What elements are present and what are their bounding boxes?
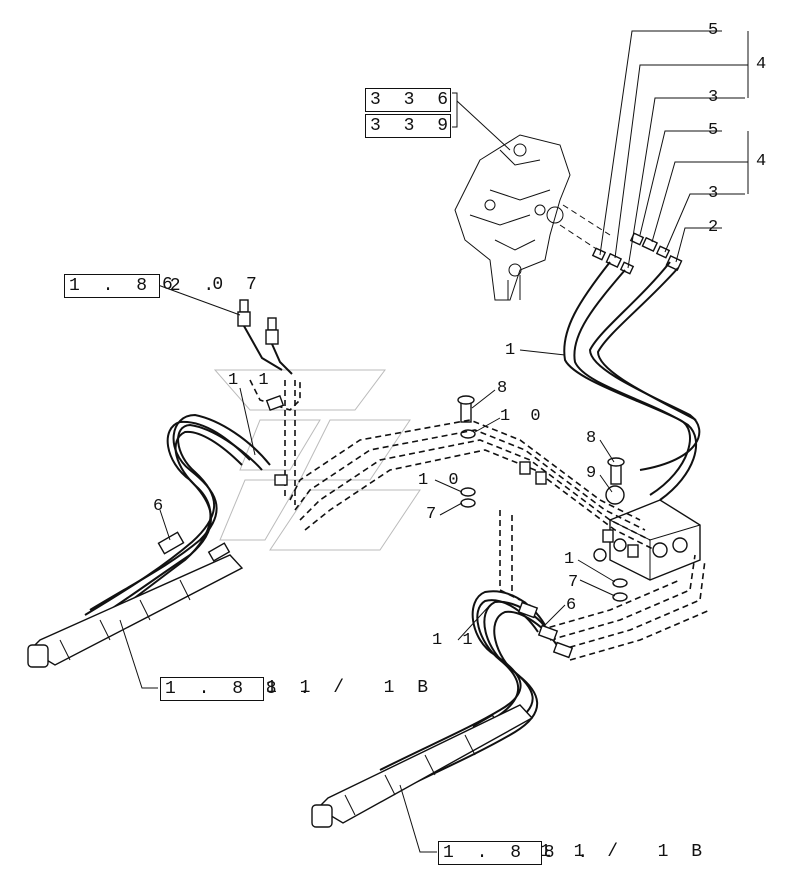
callout-3-mid: 3 <box>708 184 724 203</box>
manifold-block <box>593 485 701 581</box>
callout-10-lower: 1 0 <box>418 471 464 490</box>
quick-coupler-fittings <box>237 299 293 375</box>
ref-box-1-88-left[interactable]: 1 . 8 8 . <box>160 677 310 701</box>
callout-8-upper: 8 <box>497 379 513 398</box>
callout-2: 2 <box>708 218 724 237</box>
control-valve-assembly <box>454 134 611 301</box>
left-hydraulic-cylinder <box>27 554 244 668</box>
callout-8-lower: 8 <box>586 429 602 448</box>
ref-box-339[interactable]: 3 3 9 <box>365 114 451 138</box>
bolts-and-washers <box>457 395 628 602</box>
callout-9: 9 <box>586 464 602 483</box>
ref-box-1-82[interactable]: 1 . 8 2 . <box>64 274 214 298</box>
callout-10-upper: 1 0 <box>500 407 546 426</box>
callout-1-lower: 1 <box>564 550 580 569</box>
callout-7-upper: 7 <box>426 505 442 524</box>
callout-4-top: 4 <box>756 55 772 74</box>
ref-tail-1-82: 6 0 7 <box>162 275 263 295</box>
callout-6-lower: 6 <box>566 596 582 615</box>
watermark-logo <box>213 369 421 551</box>
ref-box-1-88-bottom[interactable]: 1 . 8 8 . <box>438 841 588 865</box>
bundle-fittings <box>265 395 639 558</box>
left-cylinder-hoses <box>84 413 271 626</box>
ref-tail-1-88-left: 1 1 / 1 B <box>266 678 435 698</box>
callout-5-mid: 5 <box>708 121 724 140</box>
callout-3-top: 3 <box>708 88 724 107</box>
callout-11-left: 1 1 <box>228 371 274 390</box>
callout-11-lower: 1 1 <box>432 631 478 650</box>
ref-box-336[interactable]: 3 3 6 <box>365 88 451 112</box>
callout-4-mid: 4 <box>756 152 772 171</box>
lower-hydraulic-cylinder <box>311 704 534 828</box>
callout-5-top: 5 <box>708 21 724 40</box>
callout-7-lower: 7 <box>568 573 584 592</box>
rigid-pipes-upper <box>563 261 701 501</box>
ref-tail-1-88-bottom: 1 1 / 1 B <box>540 842 709 862</box>
callout-1-upper: 1 <box>505 341 521 360</box>
callout-6-left: 6 <box>153 497 169 516</box>
leader-lines <box>119 30 749 853</box>
